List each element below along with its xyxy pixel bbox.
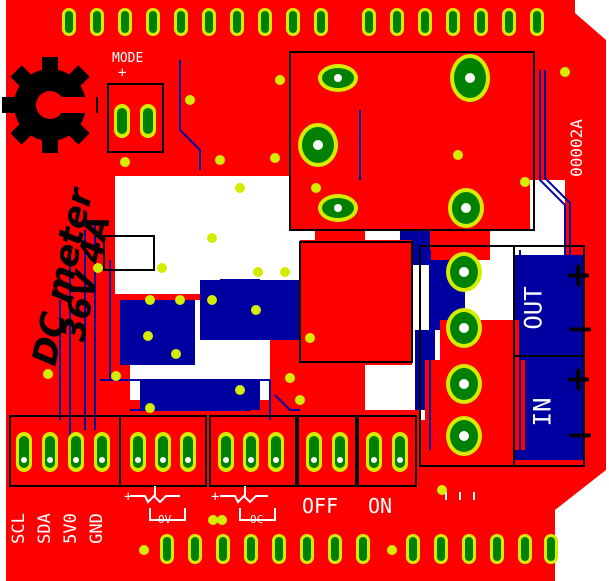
- sda-label: SDA: [34, 513, 55, 544]
- on-label: ON: [368, 494, 393, 518]
- vias: [43, 67, 570, 555]
- in-plus-label: +: [564, 359, 593, 399]
- out-plus-label: +: [564, 255, 593, 295]
- ov-label: OV: [158, 513, 172, 526]
- oc-label: OC: [250, 513, 264, 526]
- mode-switch-pads: [114, 104, 156, 138]
- revision-label: 00002A: [566, 119, 586, 177]
- top-header-pins: [62, 8, 544, 36]
- mode-label: MODE: [112, 51, 144, 66]
- out-minus-label: −: [566, 309, 595, 349]
- in-minus-label: −: [566, 415, 595, 455]
- scl-label: SCL: [8, 513, 29, 544]
- mode-plus-label: +: [118, 65, 127, 81]
- bottom-header-pins: [160, 534, 558, 564]
- off-label: OFF: [302, 494, 339, 518]
- 5v-label: 5V0: [60, 513, 81, 544]
- gear-logo-icon: [2, 57, 98, 153]
- oc-pot-plus-label: +: [211, 489, 220, 505]
- connector-pins: [16, 432, 408, 472]
- gnd-label: GND: [86, 513, 107, 544]
- in-label: IN: [528, 397, 557, 427]
- ov-pot-plus-label: +: [124, 489, 133, 505]
- out-label: OUT: [519, 286, 548, 330]
- terminal-pads: [298, 54, 490, 456]
